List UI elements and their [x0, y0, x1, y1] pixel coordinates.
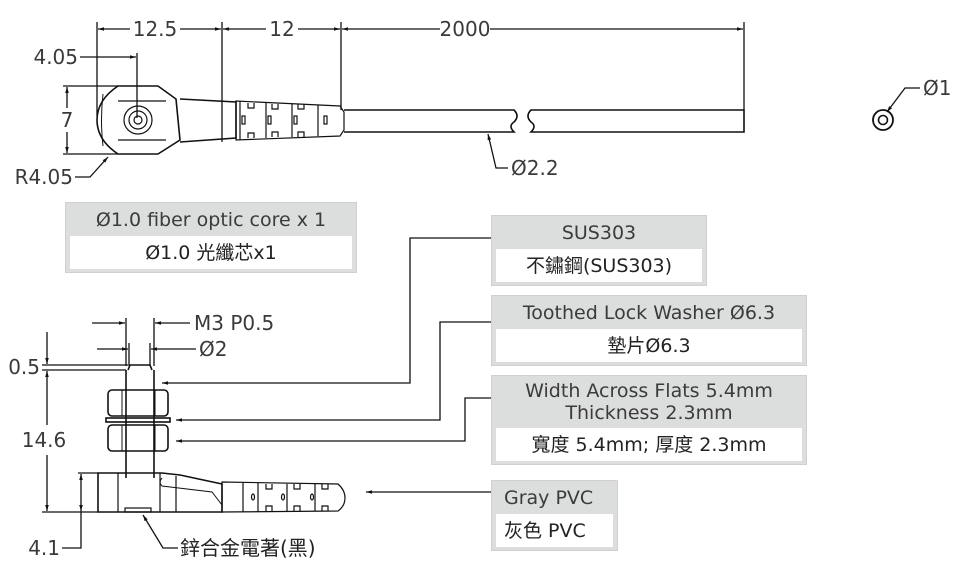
label-material-en: SUS303: [561, 222, 637, 244]
label-fiber-core-zh: Ø1.0 光纖芯x1: [70, 236, 352, 269]
side-view: [97, 364, 346, 513]
label-nut-en-line2: Thickness 2.3mm: [565, 402, 733, 424]
connector-head: [96, 85, 181, 155]
strain-relief-boot: [235, 100, 345, 141]
dim-tip-diameter: Ø2: [199, 337, 227, 361]
label-washer: Toothed Lock Washer Ø6.3 墊片Ø6.3: [491, 295, 807, 366]
threaded-tip: [127, 364, 153, 371]
label-boot-en: Gray PVC: [504, 487, 594, 509]
side-view-dim-text: M3 P0.5 Ø2 0.5 14.6 4.1 鋅合金電著(黑): [8, 311, 315, 560]
top-view-dimensions: [63, 22, 920, 178]
dim-14-6: 14.6: [22, 428, 67, 452]
dim-4-1: 4.1: [28, 536, 60, 560]
cable-end-view: [872, 109, 894, 131]
side-view-dimensions: [42, 318, 196, 549]
dim-thread: M3 P0.5: [194, 311, 274, 335]
dim-4-05: 4.05: [33, 45, 78, 69]
label-boot-zh: 灰色 PVC: [496, 514, 613, 547]
label-washer-en: Toothed Lock Washer Ø6.3: [522, 302, 776, 324]
lock-washer: [105, 417, 171, 423]
connector-body-side: [97, 472, 223, 513]
connector-neck: [179, 98, 237, 143]
dim-12-5: 12.5: [133, 17, 178, 41]
label-nut-en: Width Across Flats 5.4mm Thickness 2.3mm: [492, 376, 806, 428]
label-material-zh: 不鏽鋼(SUS303): [496, 249, 702, 282]
top-view-dim-text: 12.5 12 2000 4.05 7 R4.05 Ø2.2 Ø1: [15, 17, 952, 189]
hex-nut-bottom: [107, 424, 169, 452]
label-fiber-core: Ø1.0 fiber optic core x 1 Ø1.0 光纖芯x1: [65, 202, 357, 273]
label-nut-en-line1: Width Across Flats 5.4mm: [525, 380, 773, 402]
dim-2000: 2000: [440, 17, 491, 41]
dim-r4-05: R4.05: [15, 165, 73, 189]
plating-note: 鋅合金電著(黑): [180, 536, 316, 560]
label-washer-zh: 墊片Ø6.3: [496, 329, 802, 362]
cable: [344, 109, 745, 133]
label-nut-zh: 寬度 5.4mm; 厚度 2.3mm: [496, 428, 802, 461]
strain-relief-boot-side: [221, 481, 346, 513]
dim-cable-diameter: Ø2.2: [511, 156, 559, 180]
dim-7: 7: [61, 108, 74, 132]
label-leaders: [162, 237, 491, 494]
dim-12: 12: [269, 17, 294, 41]
top-view: [96, 85, 894, 155]
dim-0-5: 0.5: [8, 355, 40, 379]
label-material: SUS303 不鏽鋼(SUS303): [491, 215, 707, 286]
label-boot: Gray PVC 灰色 PVC: [491, 480, 618, 551]
dim-core-diameter: Ø1: [923, 76, 951, 100]
hex-nut-top: [107, 389, 169, 417]
label-nut: Width Across Flats 5.4mm Thickness 2.3mm…: [491, 375, 807, 465]
label-fiber-core-en: Ø1.0 fiber optic core x 1: [95, 209, 327, 231]
